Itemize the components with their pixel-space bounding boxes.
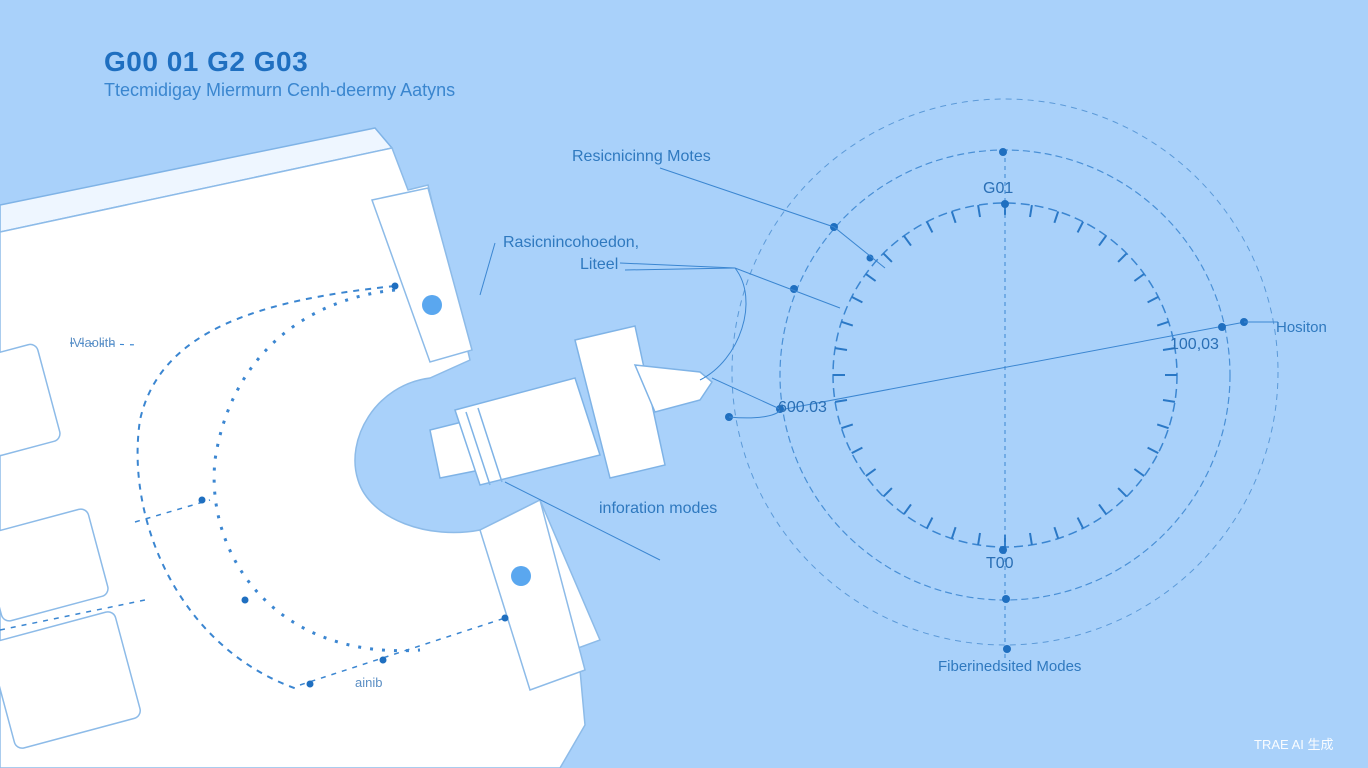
dial-tick [1098,503,1107,515]
dial-tick [851,446,863,454]
dial-tick [903,503,912,515]
dial-tick [1156,320,1169,327]
dial-tick [1133,273,1145,282]
dial-tick [926,517,934,529]
dial-tick [1053,211,1060,224]
label-bottom: ainib [355,675,383,690]
dial-tick [1076,517,1084,529]
dial-tick [841,320,854,327]
dial-tick [1162,399,1176,403]
dial-tick [1098,235,1107,247]
dial-label-bottom: T00 [986,555,1014,572]
dial-label-right: 100,03 [1170,336,1219,353]
dial-tick [1156,423,1169,430]
dial-tick [882,487,893,498]
dial-tick [1147,446,1159,454]
dial-tick [834,399,848,403]
label-top-right: Resicnicinng Motes [572,148,711,165]
dial-tick [1029,204,1033,218]
dial-tick [950,526,957,539]
workpiece [0,127,602,768]
label-mid-line2: Liteel [580,256,619,273]
label-left: lVlaolith [70,335,116,350]
dial-tick [950,211,957,224]
label-mid-line1: Rasicnincohoedon, [503,234,640,251]
mounting-hole-upper [422,295,442,315]
dial-tick [1117,252,1128,263]
dial-tick [903,235,912,247]
dial-tick [865,273,877,282]
dial-tick [1076,221,1084,233]
dial-label-top: G01 [983,180,1014,197]
dial-tick [977,532,981,546]
dial-tick [1029,532,1033,546]
dial-tick [851,296,863,304]
tool-path [0,285,506,691]
leader-lines [479,167,1278,561]
label-far-right: Hositon [1276,319,1327,336]
diagram-title: G00 01 G2 G03 [104,46,309,77]
dial-tick [834,347,848,351]
dial-tick [977,204,981,218]
dial-tick [882,252,893,263]
label-bottom-modes: Fiberinedsited Modes [938,658,1082,675]
label-information-modes: inforation modes [599,500,718,517]
dial-tick [1133,468,1145,477]
diagram-subtitle: Ttecmidigay Miermurn Cenh-deermy Aatyns [104,80,456,100]
dial-tick [1053,526,1060,539]
path-points [198,282,509,688]
dial-tick [1117,487,1128,498]
dial-tick [1147,296,1159,304]
dial-tick [841,423,854,430]
watermark: TRAE AI 生成 [1254,737,1334,752]
cutting-tool [429,325,713,486]
dial-tick [1162,347,1176,351]
dial-tick [865,468,877,477]
dial-label-left: 600.03 [778,399,827,416]
mounting-hole-lower [511,566,531,586]
dial-tick [926,221,934,233]
